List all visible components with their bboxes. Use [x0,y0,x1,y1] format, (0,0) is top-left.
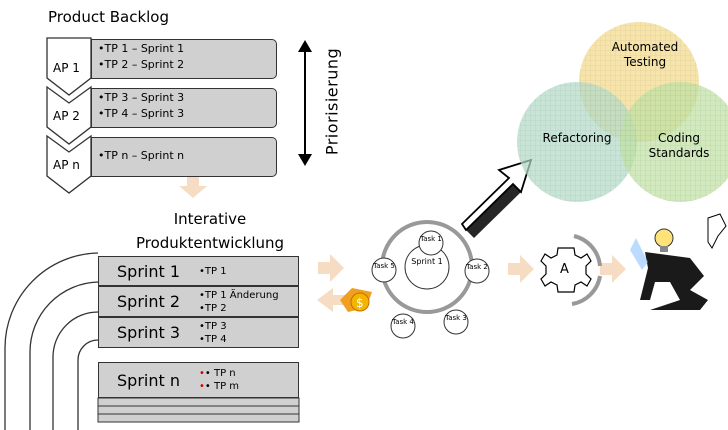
sprint-note: •TP 3 [199,320,227,332]
thumbs-down-icon [707,213,727,249]
venn-label-right: Coding Standards [648,131,710,160]
sprint-note-text: • TP n [204,368,236,379]
priority-double-arrow [298,40,312,166]
chevron-ap-1 [46,37,92,96]
product-backlog-title: Product Backlog [48,8,170,26]
venn-circle-left-texture [517,82,637,202]
left-arrow-to-dev [317,288,345,312]
right-arrow-to-cycle [318,254,344,282]
backlog-box-ap-1: •TP 1 – Sprint 1 •TP 2 – Sprint 2 [91,39,277,79]
tp-item: •TP n – Sprint n [98,149,185,162]
sprint-note: •TP 1 Änderung [199,289,279,301]
tp-item: •TP 1 – Sprint 1 [98,42,185,55]
sprint-note: •TP 2 [199,302,227,314]
backlog-box-ap-2: •TP 3 – Sprint 3 •TP 4 – Sprint 3 [91,88,277,128]
venn-label-top: Automated Testing [611,40,679,69]
task-label: Task 5 [373,262,395,270]
ap-label: AP 1 [53,61,80,75]
sprint-name: Sprint 2 [117,292,181,311]
tp-item: •TP 3 – Sprint 3 [98,91,185,104]
task-label: Task 3 [445,314,467,322]
right-arrow-to-idea [600,255,626,283]
down-arrow [179,176,207,198]
sprint-name: Sprint 1 [117,261,181,281]
tp-item: •TP 4 – Sprint 3 [98,107,185,120]
sprint-row: Sprint n •• TP n •• TP m [98,362,299,398]
venn-circle-right-texture [620,82,728,202]
sprint-note: •• TP n [199,368,236,379]
sprint-note-text: • TP m [204,381,240,392]
sprint-row: Sprint 2 •TP 1 Änderung •TP 2 [98,286,299,317]
right-arrow-to-gear [508,255,534,283]
sprint-arcs [4,252,99,430]
cycle-center-label: Sprint 1 [411,257,443,266]
venn-label-left: Refactoring [542,131,612,145]
development-title: Interative Produktentwicklung [135,210,285,252]
sprint-row: Sprint 3 •TP 3 •TP 4 [98,317,299,348]
sprint-name: Sprint 3 [117,323,181,342]
sprint-note: •TP 4 [199,333,227,345]
tp-item: •TP 2 – Sprint 2 [98,58,185,71]
backlog-box-ap-n: •TP n – Sprint n [91,137,277,177]
sprint-name: Sprint n [117,370,180,390]
sprint-row: Sprint 1 •TP 1 [98,256,299,286]
money-icon: $ [340,288,372,312]
task-label: Task 2 [466,263,488,271]
task-label: Task 1 [420,235,442,243]
sprint-note: •TP 1 [199,265,227,277]
svg-text:$: $ [356,296,364,310]
gear-label: A [560,262,569,277]
sprint-note: •• TP m [199,381,240,392]
idea-icon [630,228,708,310]
sprint-cycle [371,220,490,339]
task-label: Task 4 [392,318,414,326]
gear-icon [540,234,602,306]
ap-label: AP 2 [53,109,80,123]
ap-label: AP n [53,158,80,172]
